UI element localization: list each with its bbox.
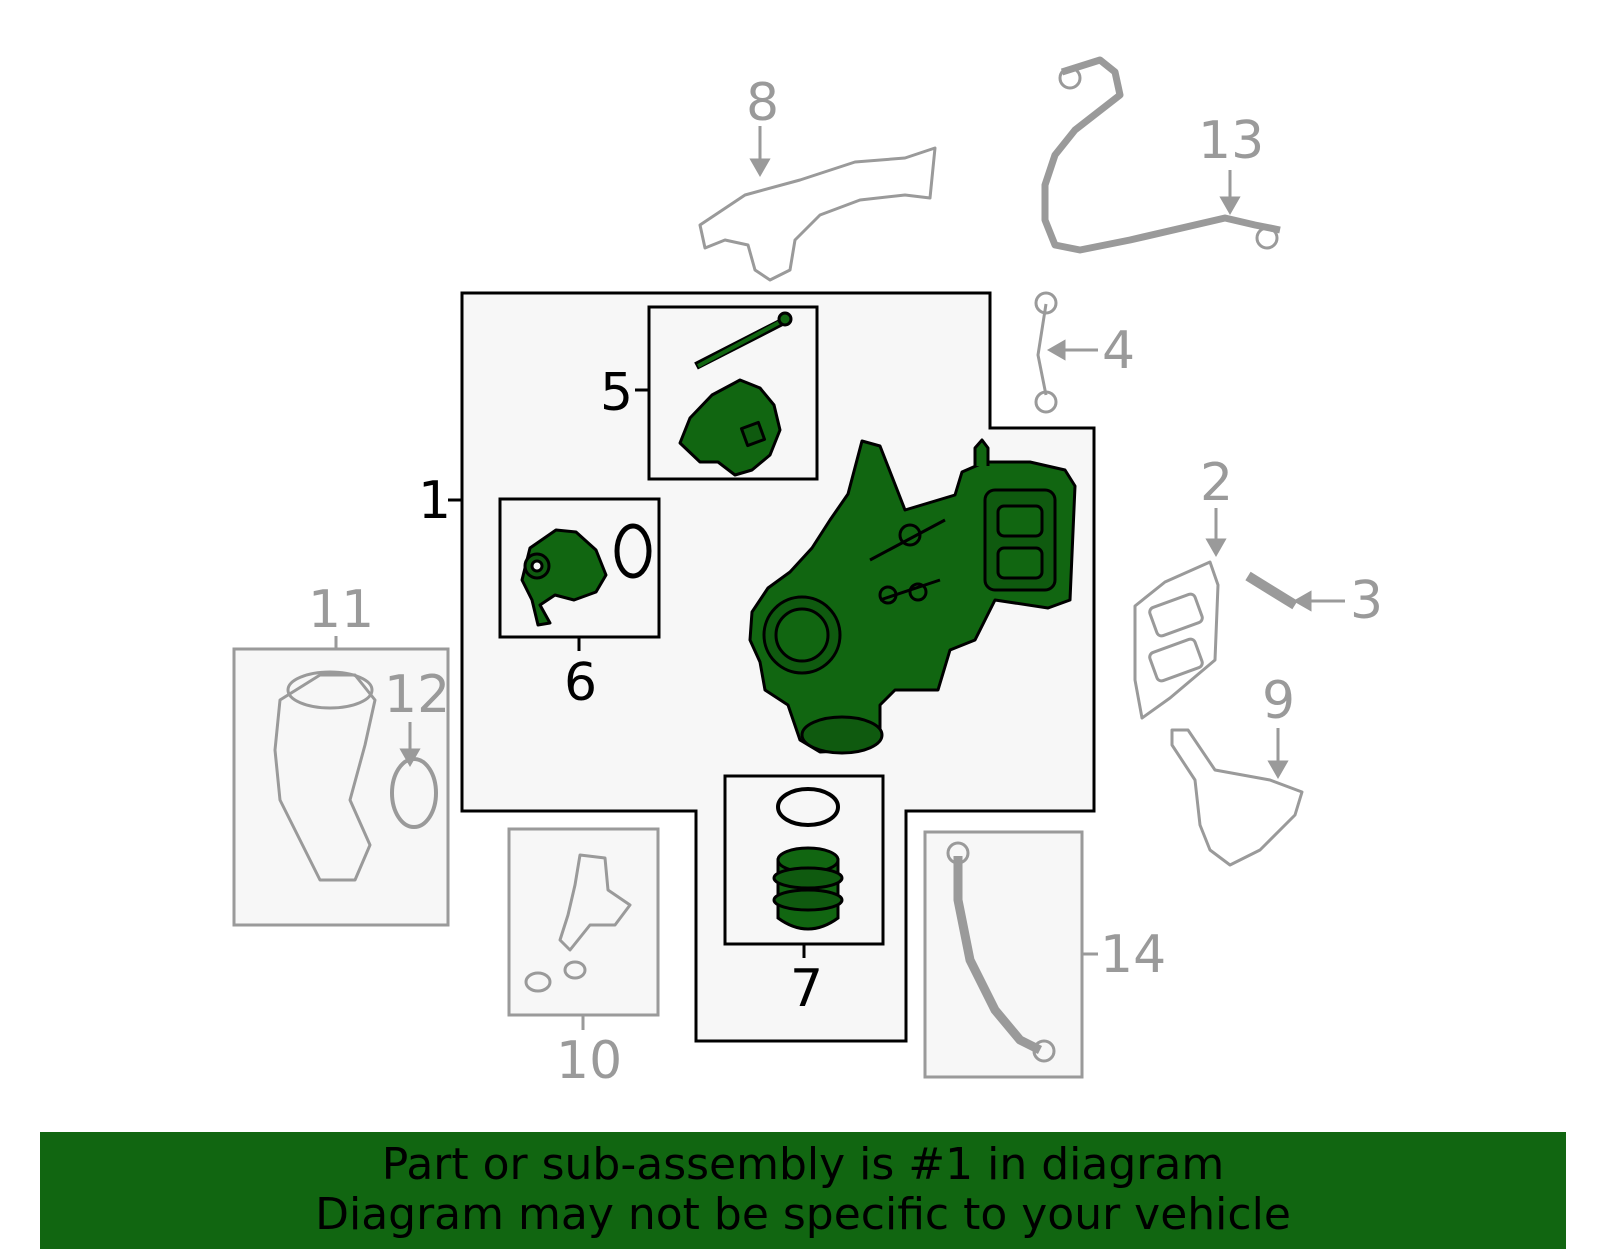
callout-1: 1 (418, 471, 451, 531)
connector-icon (772, 846, 844, 931)
callout-8: 8 (746, 73, 779, 133)
callout-3: 3 (1350, 571, 1383, 631)
oil-return-line-icon (953, 856, 1043, 1055)
o-ring-icon (614, 523, 652, 579)
callout-9: 9 (1262, 671, 1295, 731)
banner-line-1: Part or sub-assembly is #1 in diagram (381, 1139, 1225, 1190)
callout-10: 10 (556, 1031, 622, 1091)
callout-2: 2 (1200, 453, 1233, 513)
stud-icon (1245, 571, 1298, 610)
callout-13: 13 (1198, 111, 1264, 171)
o-ring-7-icon (776, 787, 840, 827)
callout-5: 5 (600, 363, 633, 423)
box-14 (923, 830, 1084, 1079)
gasket-icon (1133, 560, 1220, 720)
info-banner: Part or sub-assembly is #1 in diagram Di… (40, 1132, 1566, 1249)
callout-12: 12 (384, 665, 450, 725)
actuator-icon (678, 311, 793, 477)
callout-11: 11 (308, 580, 374, 640)
banner-line-2: Diagram may not be specific to your vehi… (315, 1189, 1291, 1240)
bracket-icon (1170, 728, 1304, 867)
callout-14: 14 (1100, 925, 1166, 985)
callout-7: 7 (790, 959, 823, 1019)
fitting-icon (558, 853, 632, 952)
callout-4: 4 (1102, 321, 1135, 381)
heat-shield-icon (698, 146, 937, 282)
turbocharger-icon (748, 438, 1077, 755)
callout-6: 6 (564, 653, 597, 713)
box-10 (507, 827, 660, 1017)
coolant-pipe-icon (1041, 56, 1281, 254)
bypass-valve-icon (520, 528, 608, 627)
oil-line-icon (1036, 303, 1048, 396)
